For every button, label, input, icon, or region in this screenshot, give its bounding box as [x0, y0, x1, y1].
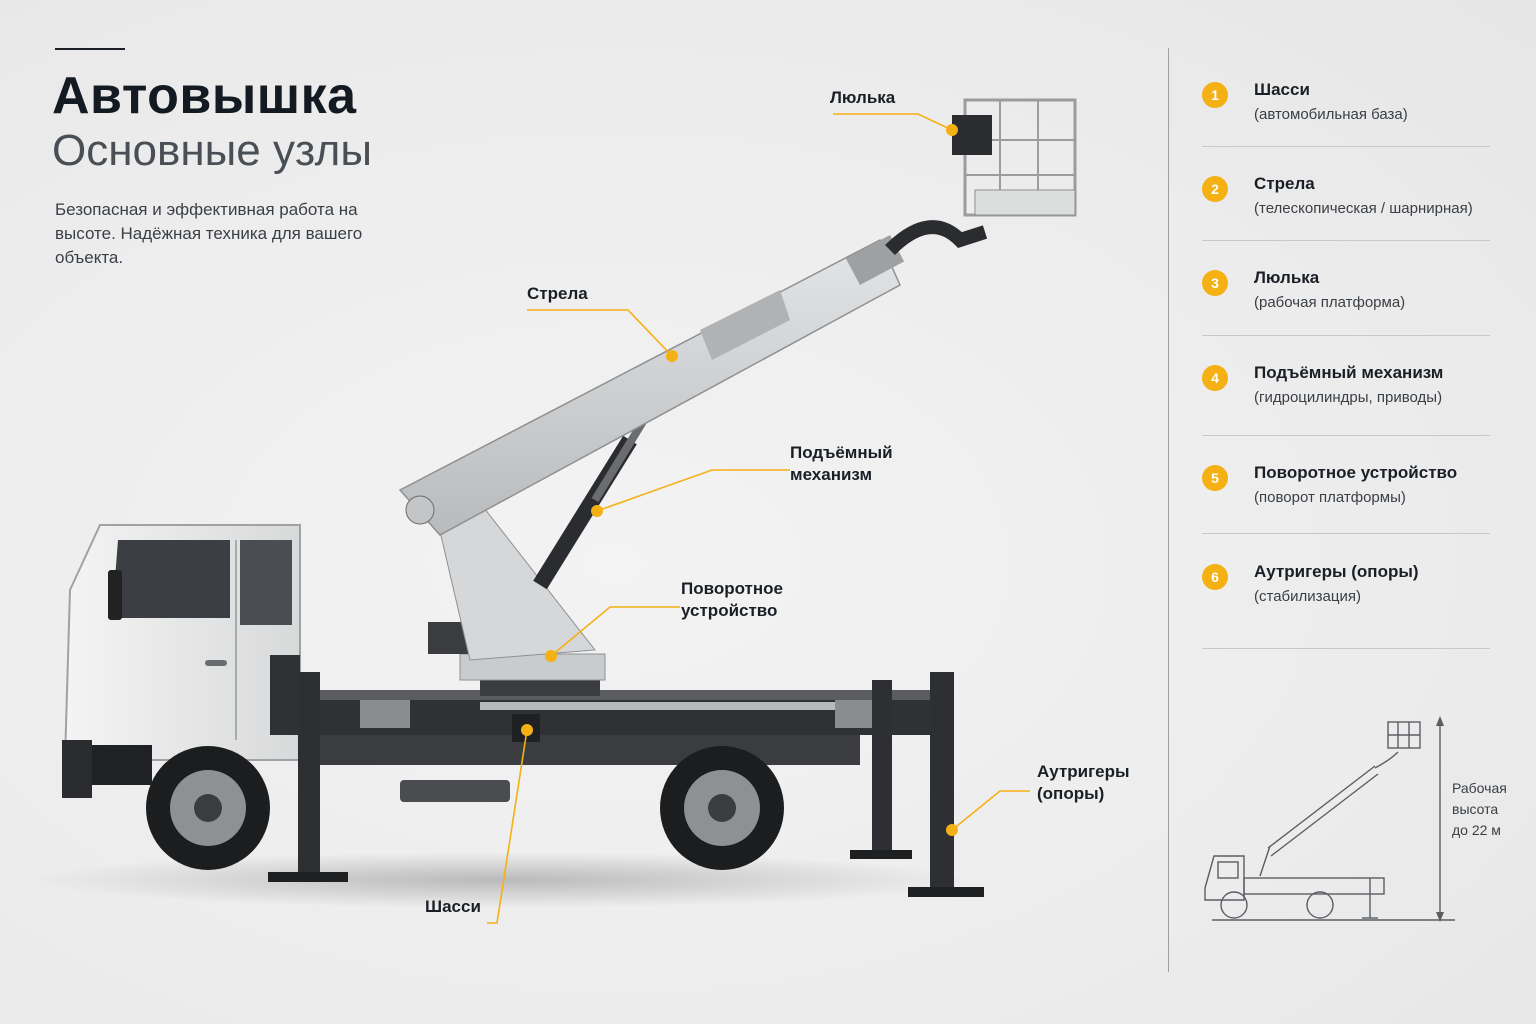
callout-lift-line1: Подъёмный: [790, 443, 893, 462]
legend-title: Аутригеры (опоры): [1254, 562, 1419, 581]
callout-turntable: Поворотное устройство: [681, 578, 783, 622]
legend-subtitle: (гидроцилиндры, приводы): [1254, 389, 1443, 406]
legend-separator: [1202, 435, 1490, 436]
aerial-lift-truck-illustration: [30, 98, 1077, 924]
callout-turntable-line2: устройство: [681, 601, 778, 620]
legend-number-badge: 3: [1202, 270, 1228, 296]
legend-subtitle: (поворот платформы): [1254, 489, 1406, 506]
legend-number-badge: 2: [1202, 176, 1228, 202]
callout-basket: Люлька: [830, 88, 896, 107]
top-rule: [55, 48, 125, 50]
truck-cab: [62, 524, 301, 798]
legend-title: Подъёмный механизм: [1254, 363, 1444, 382]
legend-subtitle: (стабилизация): [1254, 588, 1361, 605]
legend-separator: [1202, 240, 1490, 241]
callout-outriggers-line2: (опоры): [1037, 784, 1105, 803]
callout-lift-line2: механизм: [790, 465, 873, 484]
front-wheel: [146, 746, 270, 870]
callout-leaders: [487, 113, 1030, 924]
boom: [398, 220, 988, 536]
legend-subtitle: (автомобильная база): [1254, 106, 1408, 123]
rear-wheel: [660, 746, 784, 870]
work-basket: [952, 98, 1077, 217]
legend-number-badge: 1: [1202, 82, 1228, 108]
height-line1: Рабочая: [1452, 780, 1507, 796]
height-line3: до 22 м: [1452, 822, 1501, 838]
height-line2: высота: [1452, 801, 1499, 817]
outriggers: [268, 672, 984, 897]
callout-chassis: Шасси: [425, 897, 481, 916]
legend-subtitle: (телескопическая / шарнирная): [1254, 200, 1473, 217]
legend-number-badge: 4: [1202, 365, 1228, 391]
legend-separator: [1202, 648, 1490, 649]
legend-separator: [1202, 335, 1490, 336]
callout-outriggers: Аутригеры (опоры): [1037, 761, 1130, 805]
legend-number-badge: 6: [1202, 564, 1228, 590]
legend-separator: [1202, 533, 1490, 534]
chassis: [295, 690, 940, 802]
page-title: Автовышка: [52, 67, 357, 125]
vertical-divider: [1168, 48, 1169, 972]
callout-lift-mechanism: Подъёмный механизм: [790, 442, 893, 486]
legend-number-badge: 5: [1202, 465, 1228, 491]
page-description: Безопасная и эффективная работа на высот…: [55, 200, 363, 267]
legend-separator: [1202, 146, 1490, 147]
legend-subtitle: (рабочая платформа): [1254, 294, 1406, 311]
callout-turntable-line1: Поворотное: [681, 579, 783, 598]
legend-title: Стрела: [1254, 174, 1315, 193]
page-subtitle: Основные узлы: [52, 126, 372, 175]
legend-title: Поворотное устройство: [1254, 463, 1458, 482]
legend-title: Люлька: [1254, 268, 1320, 287]
callout-outriggers-line1: Аутригеры: [1037, 762, 1130, 781]
callout-dots: [521, 124, 958, 836]
working-height-label: Рабочая высота до 22 м: [1452, 778, 1507, 841]
callout-boom: Стрела: [527, 284, 588, 303]
legend-title: Шасси: [1254, 80, 1310, 99]
turntable: [428, 489, 606, 696]
